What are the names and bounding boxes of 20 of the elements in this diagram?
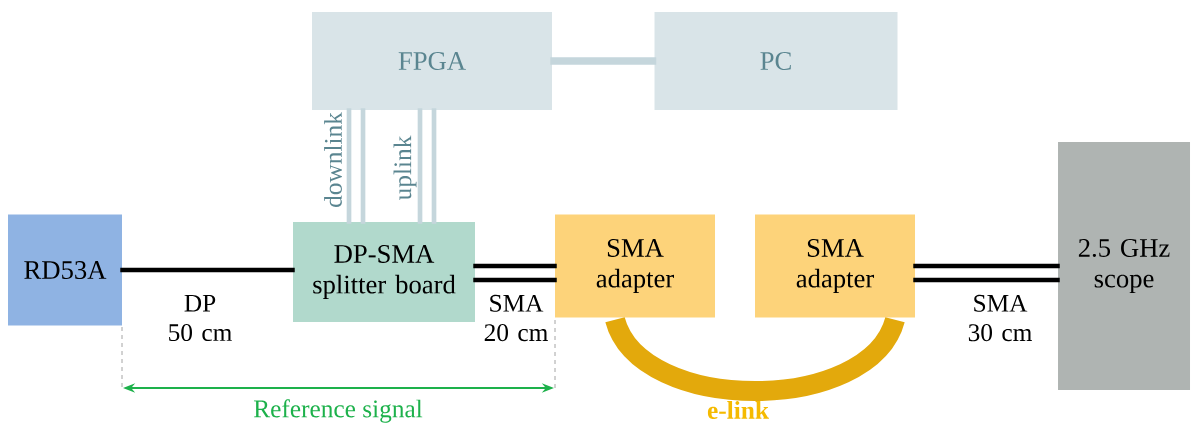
box: PC bbox=[654, 12, 898, 110]
box: 2.5 GHz scope bbox=[1058, 142, 1190, 390]
edge-label: DP 50 cm bbox=[169, 294, 232, 342]
edge-label: SMA 30 cm bbox=[968, 294, 1032, 342]
box: DP-SMA splitter board bbox=[293, 222, 475, 322]
cable bbox=[910, 263, 1063, 283]
cable bbox=[120, 267, 295, 273]
box: SMA adapter bbox=[555, 214, 715, 318]
cable bbox=[346, 105, 366, 227]
edge-label: uplink bbox=[393, 135, 417, 201]
edge-label: e-link bbox=[707, 401, 769, 419]
box: RD53A bbox=[8, 214, 122, 326]
box: FPGA bbox=[312, 12, 552, 110]
cable bbox=[470, 263, 560, 283]
edge-label: SMA 20 cm bbox=[484, 294, 548, 342]
cable bbox=[417, 105, 437, 227]
cable bbox=[550, 57, 657, 65]
box: SMA adapter bbox=[755, 214, 915, 318]
dimension-label: Reference signal bbox=[254, 399, 423, 423]
edge-label: downlink bbox=[324, 112, 342, 207]
